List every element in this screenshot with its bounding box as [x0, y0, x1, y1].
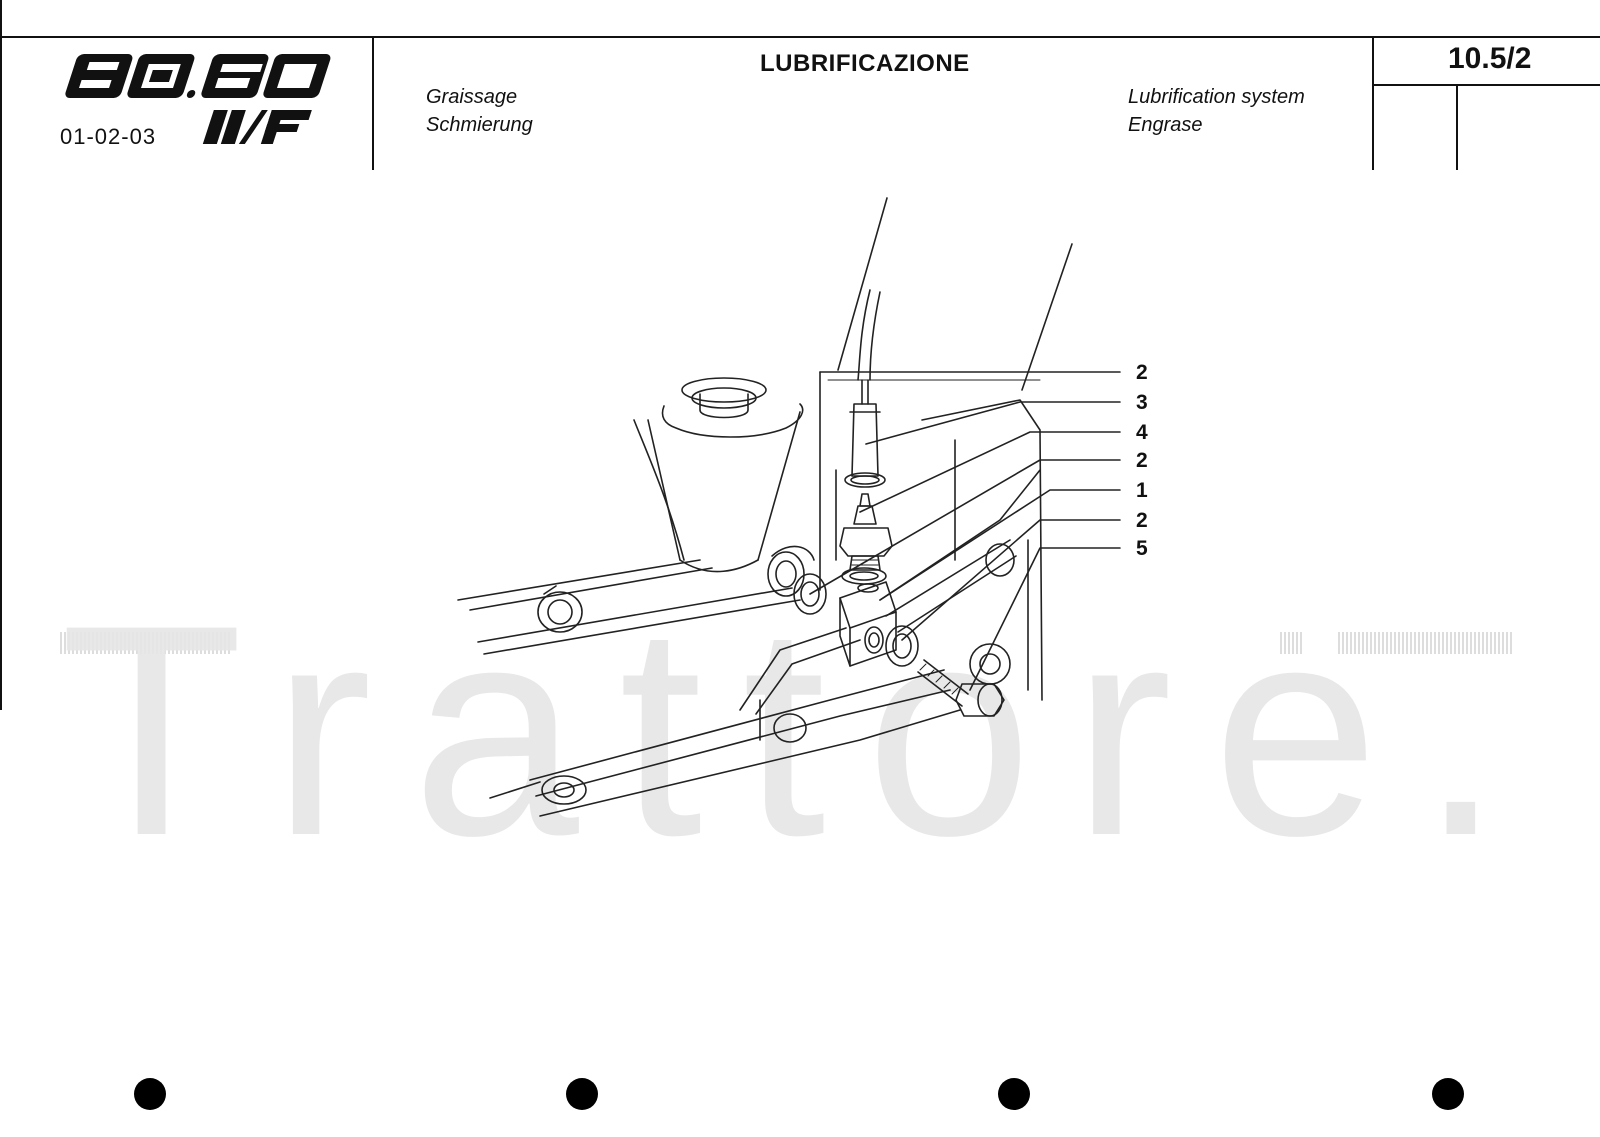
page-title: LUBRIFICAZIONE — [760, 50, 970, 77]
callout-label: 5 — [1136, 537, 1148, 560]
header-divider-right — [1372, 36, 1374, 170]
page-number-rule — [1374, 84, 1600, 86]
subtitle-english: Lubrification system — [1128, 86, 1305, 108]
left-margin-rule — [0, 0, 2, 710]
binder-hole — [134, 1078, 166, 1110]
brand-logo — [56, 48, 356, 158]
header-divider-left — [372, 36, 374, 170]
subtitle-german: Schmierung — [426, 114, 533, 136]
callout-label: 2 — [1136, 449, 1148, 472]
header-divider-page — [1456, 84, 1458, 170]
exploded-parts-diagram — [457, 197, 1121, 817]
binder-hole — [998, 1078, 1030, 1110]
page-number: 10.5/2 — [1448, 42, 1532, 75]
brand-logo-graphic — [65, 54, 331, 144]
callout-label: 1 — [1136, 479, 1148, 502]
binder-hole — [1432, 1078, 1464, 1110]
header-top-rule — [0, 36, 1600, 38]
callout-label: 2 — [1136, 509, 1148, 532]
model-code: 01-02-03 — [60, 124, 157, 149]
watermark-bar-left — [60, 632, 232, 654]
callout-label: 2 — [1136, 361, 1148, 384]
watermark-bar-right — [1338, 632, 1514, 654]
watermark-bar-mid — [1280, 632, 1304, 654]
subtitle-french: Graissage — [426, 86, 518, 108]
callout-label: 3 — [1136, 391, 1148, 414]
callout-label: 4 — [1136, 421, 1148, 444]
subtitle-spanish: Engrase — [1128, 114, 1203, 136]
binder-hole — [566, 1078, 598, 1110]
